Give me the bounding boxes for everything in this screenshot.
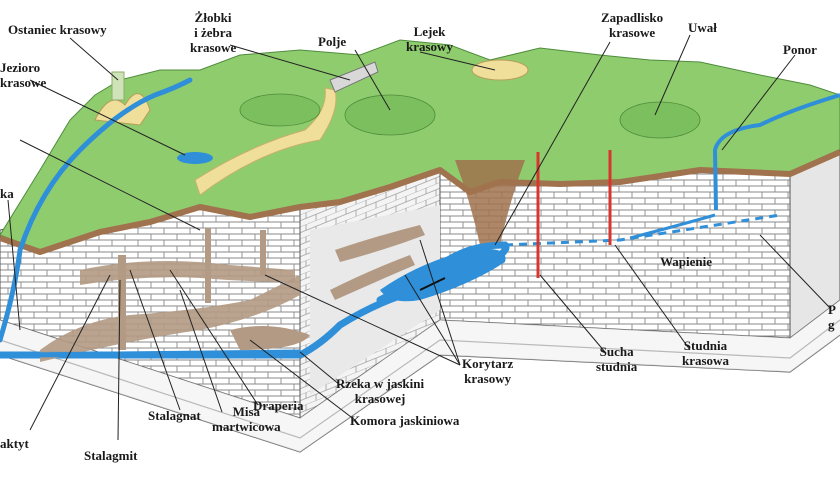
label-jezioro-krasowe: Jezioro krasowe [0,60,47,90]
label-zlobki-zebra: Żłobki i żebra krasowe [190,10,237,55]
label-rzeka-w-jaskini: Rzeka w jaskini krasowej [336,376,425,406]
soil-edge [0,149,840,255]
label-right-partial: P g [828,302,836,332]
grass-patch-2 [239,93,321,127]
underground-stream-right [629,213,716,240]
cave-corridor-tunnel-2 [330,255,415,300]
limestone-side-face [789,149,840,340]
polje-slope [194,87,337,196]
lejek-sinkhole [471,59,529,81]
label-lejek-krasowy: Lejek krasowy [406,24,453,54]
label-ponor: Ponor [783,42,817,57]
cave-corridor-tunnel-1 [335,225,425,262]
surface-river [0,77,193,343]
river-flow-arrow [419,277,446,291]
komora-chamber [230,326,310,350]
cave-river-pool [380,248,506,302]
dashed-groundwater [504,213,781,247]
cave-shaft-2 [205,228,211,303]
karst-lake [177,152,213,164]
label-stalaktyt-partial: aktyt [0,436,29,451]
label-korytarz-krasowy: Korytarz krasowy [462,356,514,386]
label-stalagmit: Stalagmit [84,448,138,463]
cave-corridor-front [40,275,300,362]
ponor-stream [712,93,840,211]
grass-patch-3 [619,101,701,139]
leader-lines [7,34,831,441]
label-komora-jaskiniowa: Komora jaskiniowa [350,413,460,428]
cave-shaft-3 [260,230,266,275]
label-uwal: Uwał [688,20,717,35]
label-wapienie: Wapienie [660,254,713,269]
label-sucha-studnia: Sucha studnia [596,344,638,374]
ostaniec-hill [94,93,151,126]
label-studnia-krasowa: Studnia krasowa [682,338,729,368]
cave-corridor-upper [80,261,295,285]
ostaniec-rock [111,71,125,101]
zapadlisko-funnel [455,160,525,245]
label-zapadlisko-krasowe: Zapadlisko krasowe [601,10,664,40]
label-rzeka-partial: ka [0,186,14,201]
grass-patch-1 [344,94,436,136]
label-polje: Polje [318,34,347,49]
label-ostaniec-krasowy: Ostaniec krasowy [8,22,107,37]
label-draperia: Draperia [253,398,304,413]
label-misa-martwicowa: Misa martwicowa [212,404,281,434]
cave-shaft-1 [118,255,126,350]
label-stalagnat: Stalagnat [148,408,201,423]
